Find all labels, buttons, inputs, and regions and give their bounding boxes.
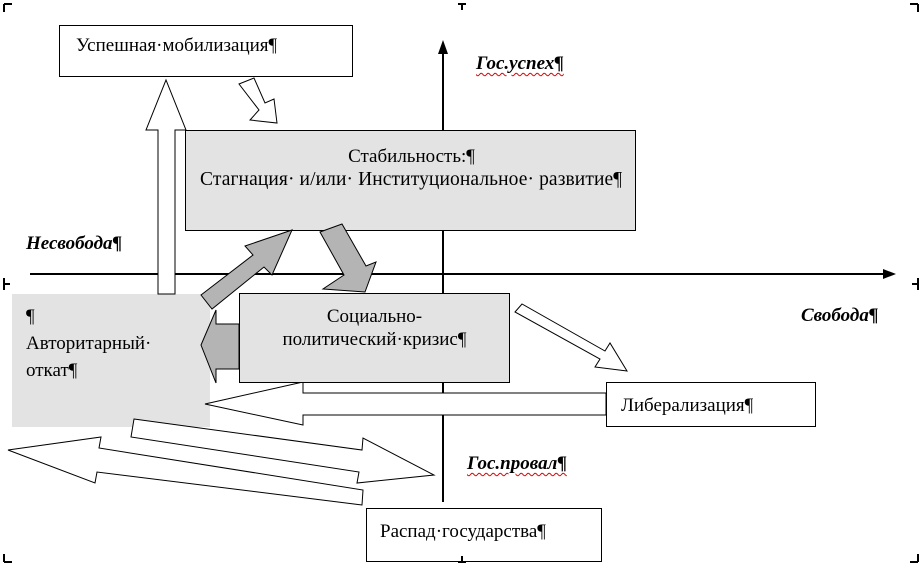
liberalization-box: Либерализация¶ — [606, 382, 816, 427]
arrow-crisis-to-rollback — [200, 309, 240, 384]
stability-body: Стагнация· и/или· Институциональное· раз… — [200, 169, 623, 190]
vertical-axis-arrowhead — [438, 40, 448, 54]
crop-mark-bottom-right — [910, 554, 919, 563]
authoritarian-line-1: Авторитарный· — [26, 333, 152, 354]
authoritarian-line-2: откат¶ — [26, 360, 78, 381]
collapse-box: Распад·государства¶ — [366, 508, 602, 562]
arrow-stability-to-crisis — [319, 223, 377, 293]
crisis-box: Социально-политический·кризис¶ — [239, 293, 510, 383]
crop-mark-left-mid — [3, 278, 10, 290]
arrow-mobilization-to-stability — [238, 77, 278, 124]
axis-label-top: Гос.успех¶ — [476, 52, 564, 75]
arrow-crisis-to-liberalization — [514, 303, 628, 372]
crop-mark-top-right — [910, 3, 919, 12]
axis-label-bottom: Гос.провал¶ — [467, 452, 567, 475]
axis-label-left: Несвобода¶ — [26, 233, 123, 254]
crop-mark-right-mid — [912, 278, 919, 290]
arrow-rollback-to-stability — [200, 229, 293, 310]
collapse-label: Распад·государства¶ — [380, 521, 546, 542]
horizontal-axis-arrowhead — [883, 269, 896, 279]
authoritarian-mark: ¶ — [26, 306, 35, 327]
axis-label-top-text: Гос.успех¶ — [476, 53, 564, 74]
crop-mark-bottom-mid — [458, 556, 466, 563]
stability-title: Стабильность:¶ — [348, 146, 475, 167]
mobilization-box: Успешная·мобилизация¶ — [59, 25, 353, 77]
crop-mark-top-mid — [458, 3, 466, 10]
arrow-liberalization-to-rollback — [204, 381, 607, 426]
arrow-rollback-to-failure — [130, 418, 436, 484]
arrow-collapse-to-lower-left — [7, 436, 364, 506]
crop-mark-bottom-left — [3, 554, 12, 563]
mobilization-label: Успешная·мобилизация¶ — [76, 35, 278, 56]
arrow-rollback-to-mobilization — [145, 78, 187, 295]
liberalization-label: Либерализация¶ — [621, 395, 754, 416]
axis-label-bottom-text: Гос.провал¶ — [467, 453, 567, 474]
crisis-label: Социально-политический·кризис¶ — [282, 306, 467, 350]
stability-box: Стабильность:¶ Стагнация· и/или· Институ… — [185, 130, 636, 231]
axis-label-right: Свобода¶ — [801, 305, 879, 326]
crop-mark-top-left — [3, 3, 12, 12]
authoritarian-rollback-area — [12, 294, 210, 427]
